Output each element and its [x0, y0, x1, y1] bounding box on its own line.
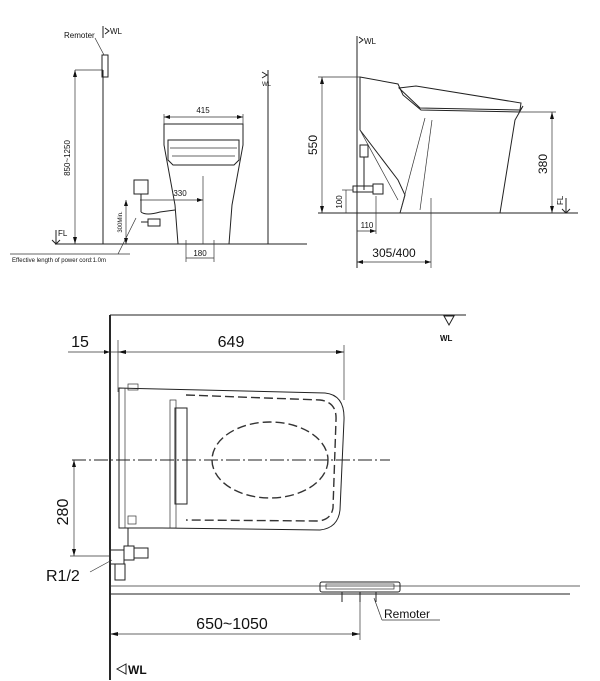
dim-arrow: [72, 549, 76, 556]
toilet-body-profile: [359, 76, 524, 214]
wall-remoter: [101, 54, 109, 78]
dim-arrow: [336, 350, 344, 354]
dim-arrow: [237, 115, 243, 119]
control-panel: [174, 407, 188, 505]
toilet-lid-profile: [397, 85, 522, 111]
dim-height-range: 850~1250: [63, 140, 72, 176]
toilet-body-front: [163, 123, 244, 245]
supply-pipe: [114, 563, 126, 581]
dim-arrow: [164, 115, 170, 119]
body-contour: [419, 119, 433, 211]
dim-300min: 300Min.: [118, 211, 124, 233]
remoter-holder: [319, 581, 401, 593]
wl-marker-arrow: [358, 36, 364, 44]
dim-arrow: [357, 260, 363, 264]
dim-100: 100: [335, 195, 344, 209]
fl-marker-arrow: [561, 208, 571, 214]
dim-arrow: [73, 237, 77, 244]
dim-650-1050: 650~1050: [196, 616, 268, 633]
dim-arrow: [73, 70, 77, 77]
remoter-label: Remoter: [64, 31, 95, 40]
remoter-leader: [373, 597, 383, 621]
remoter-leader: [94, 37, 105, 56]
dim-180: 180: [193, 249, 207, 258]
dim-arrow: [72, 460, 76, 467]
dim-305-400: 305/400: [372, 246, 416, 260]
dim-arrow: [118, 350, 126, 354]
toilet-lid-front: [167, 139, 240, 166]
cap-detail: [127, 383, 139, 391]
valve-handle: [133, 547, 149, 559]
dim-total-height: 550: [306, 135, 320, 155]
dim-arrow: [197, 198, 203, 202]
dim-arrow: [550, 206, 554, 213]
wl-marker-arrow: [261, 71, 268, 79]
water-hose: [140, 209, 176, 215]
body-contour: [399, 117, 426, 214]
dim-arrow: [320, 77, 324, 84]
dim-arrow: [124, 200, 128, 206]
dim-arrow: [370, 229, 376, 233]
remoter-holder-inner: [325, 583, 395, 590]
fl-marker-arrow: [51, 239, 61, 245]
wl-marker-top: [443, 315, 455, 327]
dim-arrow: [550, 112, 554, 119]
toilet-outline-top: [118, 387, 345, 531]
hinge-cover: [169, 399, 177, 529]
valve-knob: [372, 183, 384, 195]
wl-marker-arrow: [104, 27, 110, 35]
seat-outline-dashed: [185, 394, 337, 522]
dim-r12: R1/2: [46, 568, 80, 585]
dim-649: 649: [218, 334, 245, 351]
r12-leader: [89, 559, 113, 573]
cap-detail: [127, 515, 137, 525]
dim-15: 15: [71, 334, 89, 351]
dim-arrow: [425, 260, 431, 264]
valve-body: [123, 545, 135, 561]
power-cord-note: Effective length of power cord:1.0m: [12, 258, 106, 264]
note-leader: [117, 217, 137, 255]
dim-380: 380: [536, 154, 550, 174]
stop-valve: [109, 549, 125, 565]
wl-label: WL: [364, 37, 377, 46]
dim-arrow: [320, 206, 324, 213]
profile-view: WL FL 550 380 100: [306, 36, 578, 268]
top-view: WL 15 649 280: [46, 314, 580, 680]
outlet-box: [359, 144, 369, 158]
outlet-box: [133, 179, 149, 195]
dim-280: 280: [55, 499, 72, 526]
valve-body: [352, 185, 374, 193]
wl-label-right: WL: [262, 82, 272, 88]
dim-110: 110: [361, 221, 374, 230]
front-view: Remoter WL 850~1250 FL Effective length …: [10, 26, 307, 264]
dim-arrow: [110, 632, 118, 636]
wl-label-top: WL: [110, 27, 123, 36]
dim-arrow: [124, 238, 128, 244]
dim-arrow: [104, 350, 110, 354]
remoter-label: Remoter: [384, 607, 430, 621]
fl-label: FL: [556, 195, 565, 205]
wl-label-bottom: WL: [128, 663, 147, 677]
dim-arrow: [352, 632, 360, 636]
dim-330: 330: [173, 189, 187, 198]
valve-body: [147, 218, 161, 227]
fl-label: FL: [58, 229, 68, 238]
wl-label-top: WL: [440, 334, 453, 343]
body-contour: [359, 129, 399, 201]
wl-marker-bottom: [115, 663, 127, 675]
dim-width-top: 415: [196, 106, 210, 115]
